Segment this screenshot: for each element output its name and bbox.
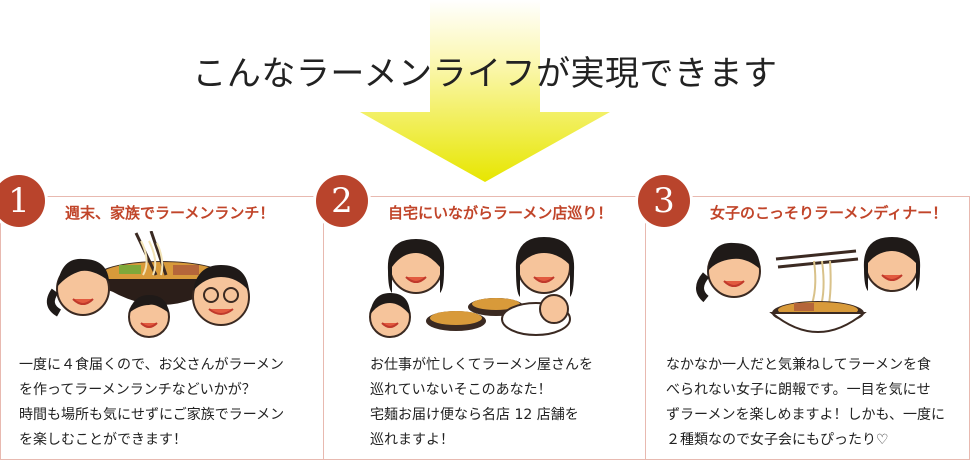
feature-panels: 1 週末、家族でラーメンランチ！ (0, 175, 970, 460)
family-ramen-illustration (46, 231, 250, 338)
number-badge: 2 (316, 175, 368, 227)
panel-title: 女子のこっそりラーメンディナー！ (710, 204, 948, 222)
feature-panel-3: 3 女子のこっそりラーメンディナー！ なかなか一人だと気兼ねしてラーメンを食 べ… (638, 175, 967, 459)
panel-description: なかなか一人だと気兼ねしてラーメンを食 べられない女子に朗報です。一目を気にせ … (666, 353, 966, 453)
description-line: お仕事が忙しくてラーメン屋さんを (370, 357, 594, 373)
girls-ramen-dinner-illustration (696, 237, 921, 333)
page-headline: こんなラーメンライフが実現できます (192, 54, 778, 94)
description-line: なかなか一人だと気兼ねしてラーメンを食 (666, 357, 932, 373)
panel-description: お仕事が忙しくてラーメン屋さんを 巡れていないそこのあなた！ 宅麺お届け便なら名… (370, 353, 670, 453)
description-line: ずラーメンを楽しめますよ！しかも、一度に (666, 407, 946, 423)
number-badge: 1 (0, 175, 45, 227)
description-line: 時間も場所も気にせずにご家族でラーメン (19, 407, 285, 423)
panel-title: 週末、家族でラーメンランチ！ (65, 204, 275, 222)
panel-description: 一度に４食届くので、お父さんがラーメン を作ってラーメンランチなどいかが？ 時間… (19, 353, 319, 453)
down-arrow-graphic (360, 0, 610, 182)
description-line: を楽しむことができます！ (19, 432, 187, 448)
home-ramen-tour-illustration (369, 237, 575, 338)
description-line: 一度に４食届くので、お父さんがラーメン (19, 357, 284, 373)
feature-panel-2: 2 自宅にいながらラーメン店巡り！ お仕事が忙しくてラーメン屋さんを (316, 175, 645, 459)
panel-title: 自宅にいながらラーメン店巡り！ (388, 204, 613, 222)
description-line: を作ってラーメンランチなどいかが？ (19, 382, 256, 398)
description-line: ２種類なので女子会にもぴったり♡ (666, 432, 889, 448)
description-line: 巡れますよ！ (370, 432, 454, 448)
description-line: べられない女子に朗報です。一目を気にせ (666, 382, 931, 398)
number-badge: 3 (638, 175, 690, 227)
description-line: 巡れていないそこのあなた！ (370, 382, 552, 398)
description-line: 宅麺お届け便なら名店 12 店舗を (370, 407, 579, 423)
feature-panel-1: 1 週末、家族でラーメンランチ！ (0, 175, 323, 459)
